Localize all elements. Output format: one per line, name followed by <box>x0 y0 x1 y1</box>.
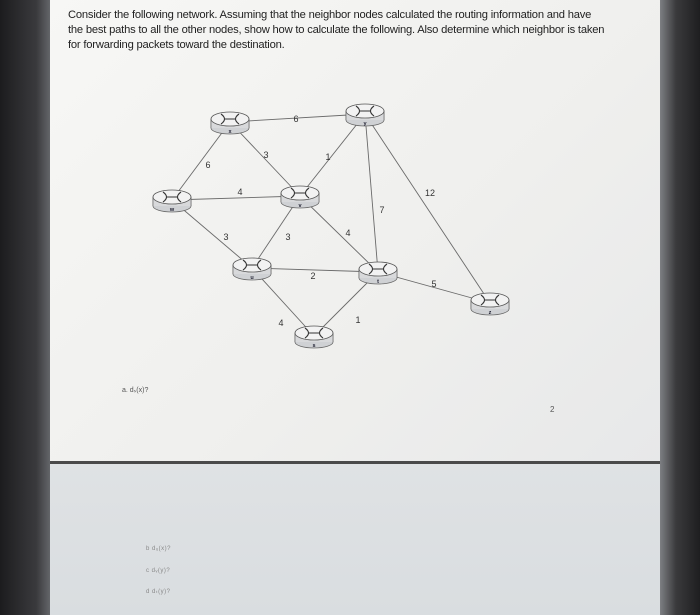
router-label-v: v <box>298 203 302 209</box>
router-icon <box>162 191 182 203</box>
link-weight-y-v: 1 <box>325 152 330 162</box>
link-w-v <box>171 195 301 201</box>
router-z: z <box>470 292 510 316</box>
router-icon <box>355 105 375 117</box>
router-label-u: u <box>250 275 253 281</box>
router-icon <box>480 294 500 306</box>
question-text: Consider the following network. Assuming… <box>68 9 605 51</box>
document-sheet: Consider the following network. Assuming… <box>50 0 665 615</box>
link-weight-x-w: 6 <box>205 160 210 170</box>
link-y-z <box>364 113 491 304</box>
link-weight-t-s: 1 <box>355 315 360 325</box>
router-icon <box>220 113 240 125</box>
router-v: v <box>280 185 320 209</box>
question-a-side-note: 2 <box>550 405 555 414</box>
link-weight-u-s: 4 <box>278 318 283 328</box>
router-label-w: w <box>169 207 175 213</box>
router-icon <box>290 187 310 199</box>
question-c: c dᵥ(y)? <box>146 568 171 574</box>
link-weight-v-u: 3 <box>285 232 290 242</box>
router-icon <box>242 259 262 271</box>
router-icon <box>304 327 324 339</box>
router-y: y <box>345 103 385 127</box>
router-x: x <box>210 111 250 135</box>
link-weight-x-v: 3 <box>263 150 268 160</box>
screen-bezel-right <box>660 0 700 615</box>
page-divider <box>50 461 665 464</box>
router-label-z: z <box>489 310 492 316</box>
link-weight-y-t: 7 <box>379 205 384 215</box>
router-label-t: t <box>377 279 379 285</box>
lower-page: b dᵤ(x)? c dᵥ(y)? d dₜ(y)? <box>50 464 665 615</box>
link-x-w <box>171 121 231 201</box>
router-u: u <box>232 257 272 281</box>
router-label-y: y <box>363 121 367 127</box>
link-v-u <box>251 195 301 269</box>
link-weight-w-v: 4 <box>237 187 242 197</box>
question-page: Consider the following network. Assuming… <box>50 0 665 462</box>
router-icon <box>368 263 388 275</box>
link-weight-t-z: 5 <box>431 279 436 289</box>
link-weight-v-t: 4 <box>345 228 350 238</box>
router-t: t <box>358 261 398 285</box>
router-w: w <box>152 189 192 213</box>
link-weight-w-u: 3 <box>223 232 228 242</box>
link-w-u <box>171 199 253 269</box>
link-weight-u-t: 2 <box>310 271 315 281</box>
network-diagram: 6 6 3 1 12 7 4 3 3 4 2 4 1 5 x y w v u t z s <box>152 103 510 349</box>
link-x-v <box>229 121 301 197</box>
link-y-t <box>364 113 379 273</box>
link-v-t <box>299 195 379 273</box>
question-b: b dᵤ(x)? <box>146 546 171 552</box>
link-y-v <box>299 113 366 197</box>
link-weight-y-z: 12 <box>425 188 435 198</box>
link-u-t <box>251 267 379 273</box>
link-weight-x-y: 6 <box>293 114 298 124</box>
router-s: s <box>294 325 334 349</box>
question-a: a. dₛ(x)? <box>122 387 149 394</box>
link-x-y <box>229 113 366 123</box>
router-label-s: s <box>312 343 315 349</box>
screen-bezel-left <box>0 0 52 615</box>
question-d: d dₜ(y)? <box>146 589 171 595</box>
router-label-x: x <box>228 129 232 135</box>
